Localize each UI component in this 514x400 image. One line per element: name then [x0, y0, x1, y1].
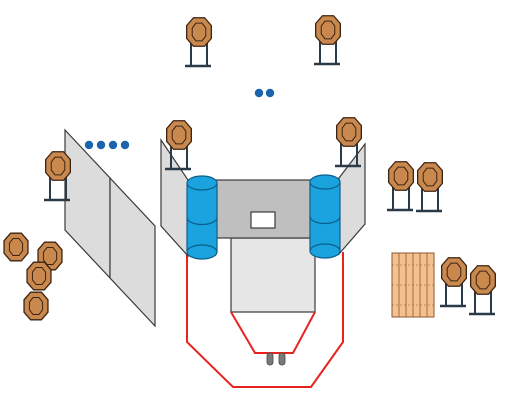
- fault-line-inner: [230, 311, 316, 354]
- steel-dot: [108, 140, 118, 150]
- shooting-position-markers: [266, 352, 286, 366]
- steel-dots-left: [84, 140, 130, 150]
- left-wall-panels: [64, 128, 156, 328]
- central-wall-right-wing: [338, 142, 366, 256]
- steel-dot: [254, 88, 264, 98]
- ground-target: [26, 261, 52, 291]
- steel-dot: [120, 140, 130, 150]
- left-wall-panel-back: [64, 128, 111, 280]
- standing-target: [469, 265, 497, 316]
- standing-target: [416, 162, 444, 213]
- central-wall-front: [214, 179, 312, 239]
- pallet: [391, 252, 435, 318]
- standing-target: [165, 120, 193, 171]
- wall-port: [250, 211, 276, 229]
- central-wall-left-wing: [160, 138, 189, 258]
- left-wall-panel-front: [109, 176, 156, 328]
- shooting-box: [230, 237, 316, 313]
- barrel-right: [309, 174, 341, 259]
- standing-target: [314, 15, 342, 66]
- standing-target: [335, 117, 363, 168]
- standing-target: [185, 17, 213, 68]
- standing-target: [440, 257, 468, 308]
- standing-targets: [44, 15, 497, 316]
- standing-target: [44, 151, 71, 202]
- ground-targets: [3, 232, 63, 321]
- foot-marker: [278, 352, 286, 366]
- steel-dot: [96, 140, 106, 150]
- steel-dot: [84, 140, 94, 150]
- foot-marker: [266, 352, 274, 366]
- steel-dots-top: [254, 88, 275, 98]
- standing-target: [387, 161, 415, 212]
- ground-target: [23, 291, 49, 321]
- fault-line-outer: [186, 252, 344, 388]
- steel-dot: [265, 88, 275, 98]
- barrel-left: [186, 175, 218, 260]
- ground-target: [3, 232, 29, 262]
